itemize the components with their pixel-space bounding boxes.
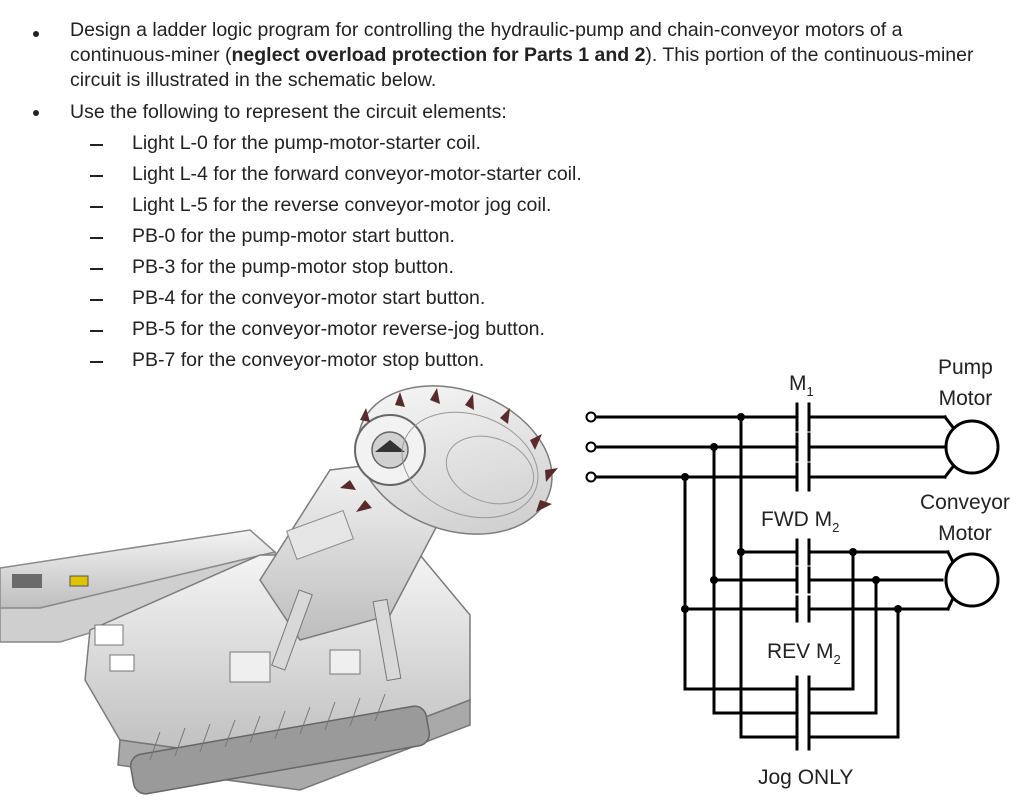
pump-motor-symbol <box>944 419 1000 475</box>
list-item: PB-4 for the conveyor-motor start button… <box>132 287 486 309</box>
rev-m2-label: REV M2 <box>767 640 841 667</box>
list-item: Light L-4 for the forward conveyor-motor… <box>132 163 582 185</box>
fwd-text: FWD M <box>761 508 833 531</box>
list-dash <box>90 175 103 177</box>
list-dash <box>90 330 103 332</box>
m1-subscript: 1 <box>806 384 814 399</box>
list-item: PB-5 for the conveyor-motor reverse-jog … <box>132 318 545 340</box>
pump-motor-label: Pump Motor <box>938 352 993 414</box>
m1-label: M1 <box>789 372 814 399</box>
m1-text: M <box>789 372 807 395</box>
conveyor-label-line1: Conveyor <box>920 491 1010 514</box>
list-dash <box>90 268 103 270</box>
conveyor-motor-label: Conveyor Motor <box>920 487 1010 549</box>
list-dash <box>90 206 103 208</box>
intro-paragraph: Design a ladder logic program for contro… <box>70 18 1005 93</box>
list-item: PB-0 for the pump-motor start button. <box>132 225 455 247</box>
list-dash <box>90 237 103 239</box>
list-dash <box>90 361 103 363</box>
jog-only-label: Jog ONLY <box>758 766 854 789</box>
list-item: Light L-0 for the pump-motor-starter coi… <box>132 132 481 154</box>
pump-label-line2: Motor <box>938 387 993 410</box>
bullet-2 <box>33 110 39 116</box>
elements-heading: Use the following to represent the circu… <box>70 101 507 123</box>
list-dash <box>90 144 103 146</box>
conveyor-label-line2: Motor <box>938 522 992 545</box>
motor-schematic <box>585 402 1000 751</box>
list-item: PB-3 for the pump-motor stop button. <box>132 256 454 278</box>
continuous-miner-image <box>0 385 558 795</box>
list-item: PB-7 for the conveyor-motor stop button. <box>132 349 485 371</box>
rev-text: REV M <box>767 640 834 663</box>
fwd-subscript: 2 <box>832 520 840 535</box>
pump-label-line1: Pump <box>938 356 993 379</box>
bullet-1 <box>33 31 39 37</box>
intro-text-bold: neglect overload protection for Parts 1 … <box>231 44 646 66</box>
list-item: Light L-5 for the reverse conveyor-motor… <box>132 194 552 216</box>
list-dash <box>90 299 103 301</box>
fwd-m2-label: FWD M2 <box>761 508 840 535</box>
rev-subscript: 2 <box>833 652 841 667</box>
intro-text-pre: Design a ladder logic program for contro… <box>70 19 903 66</box>
intro-text-post: ). This portion of the continuous-miner … <box>70 44 974 91</box>
conveyor-motor-symbol <box>944 552 1000 608</box>
